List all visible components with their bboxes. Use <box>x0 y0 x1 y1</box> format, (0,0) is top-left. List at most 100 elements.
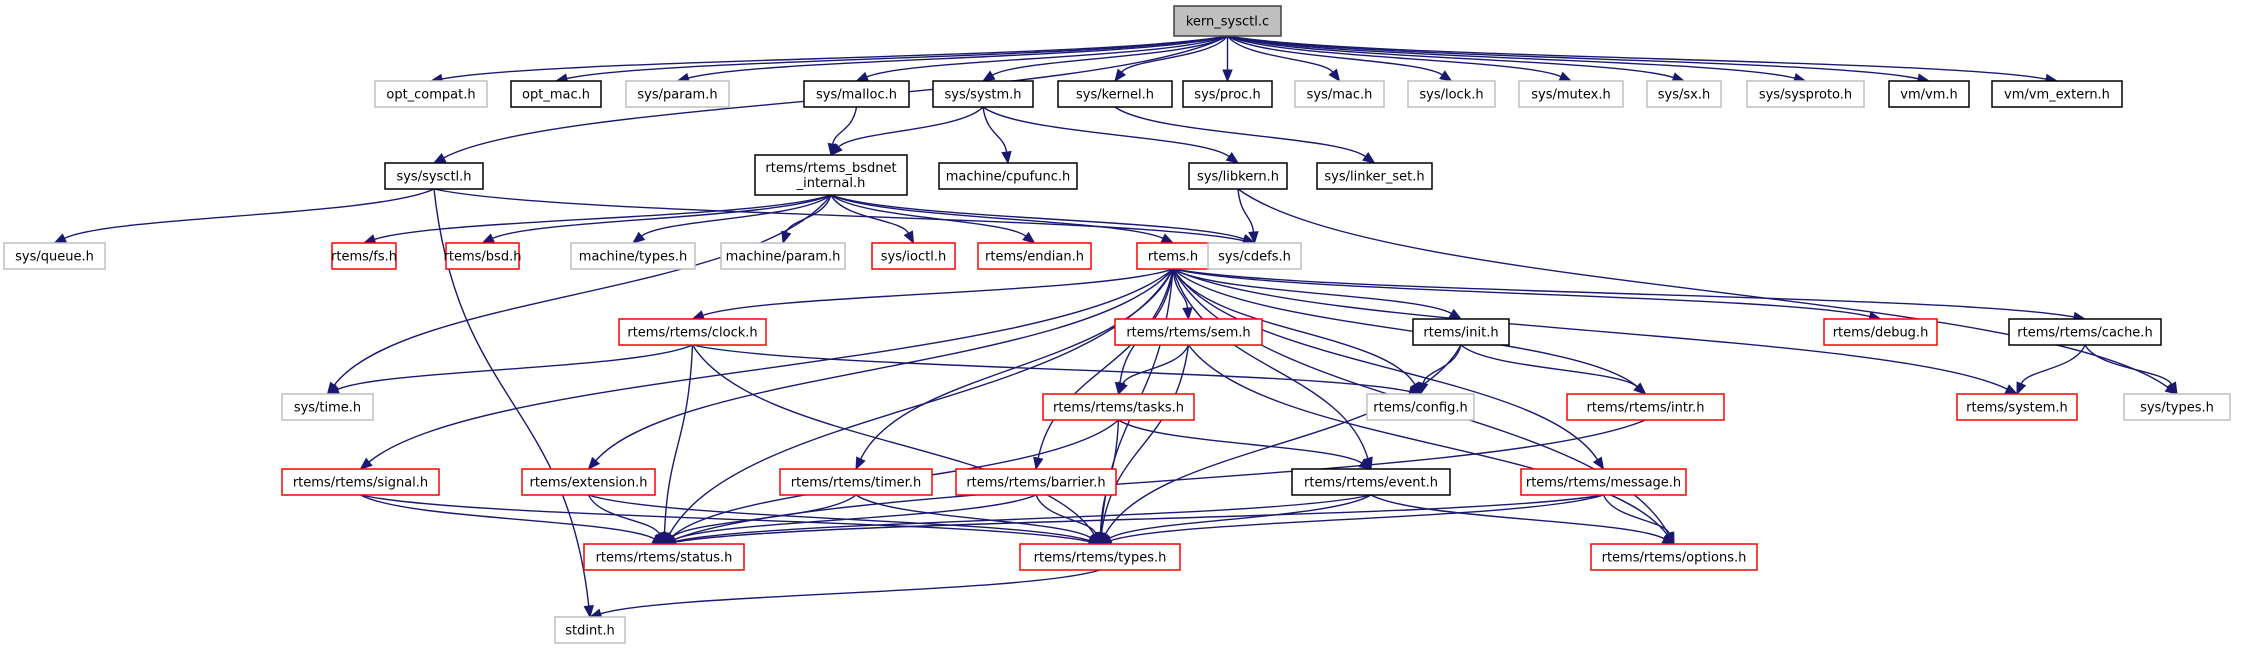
node-label: rtems/init.h <box>1423 326 1498 341</box>
node-label: rtems/fs.h <box>331 250 397 265</box>
node-sys-ioctl-h[interactable]: sys/ioctl.h <box>871 242 956 270</box>
edge-rtems_types_h-to-stdint_h <box>600 569 1101 615</box>
node-label: rtems/rtems/barrier.h <box>966 476 1105 491</box>
node-rtems-cache-h[interactable]: rtems/rtems/cache.h <box>2008 318 2162 346</box>
node-label: sys/cdefs.h <box>1218 250 1291 265</box>
node-vm-vm-extern-h[interactable]: vm/vm_extern.h <box>1991 80 2123 108</box>
node-rtems-extension-h[interactable]: rtems/extension.h <box>521 468 656 496</box>
edge-rtems_h-to-rtems_extension_h <box>595 268 1174 462</box>
node-rtems-message-h[interactable]: rtems/rtems/message.h <box>1520 468 1687 496</box>
arrowhead-icon <box>631 231 646 244</box>
edge-rtems_sem_h-to-rtems_tasks_h <box>1122 344 1190 385</box>
node-label: vm/vm_extern.h <box>2004 88 2110 103</box>
node-sys-linker-set-h[interactable]: sys/linker_set.h <box>1316 162 1433 190</box>
arrowhead-icon <box>830 143 843 156</box>
node-rtems-event-h[interactable]: rtems/rtems/event.h <box>1291 468 1451 496</box>
node-label: rtems.h <box>1148 250 1198 265</box>
node-box <box>938 162 1078 190</box>
node-label: rtems/rtems/tasks.h <box>1053 401 1184 416</box>
node-label: opt_mac.h <box>522 88 590 103</box>
node-rtems-h[interactable]: rtems.h <box>1136 242 1210 270</box>
node-rtems-types-h[interactable]: rtems/rtems/types.h <box>1019 543 1181 571</box>
edge-sys_systm_h-to-machine_cpufunc_h <box>982 106 1008 153</box>
node-rtems-endian-h[interactable]: rtems/endian.h <box>977 242 1092 270</box>
edge-kern_sysctl_c-to-vm_vm_h <box>1227 35 1919 80</box>
node-rtems-fs-h[interactable]: rtems/fs.h <box>331 242 397 270</box>
arrowhead-icon <box>1022 231 1036 244</box>
node-opt-mac-h[interactable]: opt_mac.h <box>510 80 602 108</box>
arrowhead-icon <box>1117 381 1128 396</box>
edge-sys_kernel_h-to-sys_linker_set_h <box>1114 106 1366 158</box>
edge-sys_libkern_h-to-sys_types_h <box>1237 188 2169 389</box>
node-box <box>2123 393 2231 421</box>
node-box <box>1173 5 1282 37</box>
node-machine-cpufunc-h[interactable]: machine/cpufunc.h <box>938 162 1078 190</box>
node-rtems-intr-h[interactable]: rtems/rtems/intr.h <box>1566 393 1725 421</box>
edge-kern_sysctl_c-to-sys_param_h <box>687 35 1228 79</box>
node-box <box>554 616 626 644</box>
edge-rtems_extension_h-to-rtems_status_h <box>587 494 661 535</box>
node-sys-proc-h[interactable]: sys/proc.h <box>1182 80 1273 108</box>
arrowhead-icon <box>1418 381 1429 396</box>
node-box <box>1412 318 1510 346</box>
node-sys-kernel-h[interactable]: sys/kernel.h <box>1057 80 1173 108</box>
node-rtems-tasks-h[interactable]: rtems/rtems/tasks.h <box>1042 393 1195 421</box>
node-box <box>1057 80 1173 108</box>
node-rtems-debug-h[interactable]: rtems/debug.h <box>1823 318 1938 346</box>
node-rtems-bsd-h[interactable]: rtems/bsd.h <box>444 242 522 270</box>
node-kern-sysctl-c[interactable]: kern_sysctl.c <box>1173 5 1282 37</box>
node-rtems-system-h[interactable]: rtems/system.h <box>1956 393 2078 421</box>
node-box <box>1646 80 1722 108</box>
arrowhead-icon <box>903 230 915 245</box>
arrowhead-icon <box>1222 69 1233 83</box>
node-sys-sysctl-h[interactable]: sys/sysctl.h <box>384 162 484 190</box>
node-label: rtems/extension.h <box>529 476 647 491</box>
node-label: rtems/system.h <box>1966 401 2068 416</box>
node-box <box>1291 468 1451 496</box>
edge-kern_sysctl_c-to-sys_mutex_h <box>1227 35 1562 78</box>
node-box <box>1188 162 1288 190</box>
node-sys-queue-h: sys/queue.h <box>3 242 106 270</box>
node-rtems-options-h[interactable]: rtems/rtems/options.h <box>1590 543 1758 571</box>
edge-rtems_signal_h-to-rtems_status_h <box>360 494 655 540</box>
arrowhead-icon <box>587 456 601 470</box>
edge-rtems_barrier_h-to-rtems_types_h <box>1035 494 1097 535</box>
node-label: machine/param.h <box>726 250 841 265</box>
node-box <box>1823 318 1938 346</box>
node-box <box>1566 393 1725 421</box>
edge-rtems_message_h-to-rtems_status_h <box>674 494 1604 543</box>
node-box <box>1407 80 1496 108</box>
node-rtems-clock-h[interactable]: rtems/rtems/clock.h <box>618 318 767 346</box>
node-sys-malloc-h[interactable]: sys/malloc.h <box>803 80 910 108</box>
node-vm-vm-h[interactable]: vm/vm.h <box>1888 80 1970 108</box>
node-box <box>1746 80 1865 108</box>
node-rtems-sem-h[interactable]: rtems/rtems/sem.h <box>1114 318 1263 346</box>
node-rtems-bsdnet-internal-h[interactable]: rtems/rtems_bsdnet_internal.h <box>754 154 908 196</box>
node-sys-mutex-h: sys/mutex.h <box>1518 80 1624 108</box>
arrowhead-icon <box>1633 382 1647 395</box>
arrowhead-icon <box>1328 68 1341 83</box>
node-box <box>977 242 1092 270</box>
node-label: sys/mutex.h <box>1531 88 1610 103</box>
node-label: _internal.h <box>796 176 866 191</box>
edge-rtems_h-to-rtems_debug_h <box>1172 268 1870 318</box>
node-rtems-signal-h[interactable]: rtems/rtems/signal.h <box>281 468 440 496</box>
node-rtems-status-h[interactable]: rtems/rtems/status.h <box>583 543 745 571</box>
node-box <box>1520 468 1687 496</box>
node-box <box>1042 393 1195 421</box>
edge-rtems_tasks_h-to-rtems_event_h <box>1118 419 1363 464</box>
node-box <box>720 242 846 270</box>
node-rtems-barrier-h[interactable]: rtems/rtems/barrier.h <box>955 468 1117 496</box>
node-box <box>3 242 106 270</box>
node-label: sys/sx.h <box>1658 88 1710 103</box>
edge-rtems_h-to-rtems_event_h <box>1172 268 1369 459</box>
arrowhead-icon <box>1592 456 1605 471</box>
node-rtems-init-h[interactable]: rtems/init.h <box>1412 318 1510 346</box>
node-sys-systm-h[interactable]: sys/systm.h <box>932 80 1034 108</box>
node-sys-libkern-h[interactable]: sys/libkern.h <box>1188 162 1288 190</box>
node-box <box>1956 393 2078 421</box>
node-rtems-timer-h[interactable]: rtems/rtems/timer.h <box>779 468 933 496</box>
node-label: sys/ioctl.h <box>881 250 946 265</box>
edge-rtems_event_h-to-rtems_types_h <box>1109 494 1372 539</box>
node-label: sys/proc.h <box>1194 88 1260 103</box>
